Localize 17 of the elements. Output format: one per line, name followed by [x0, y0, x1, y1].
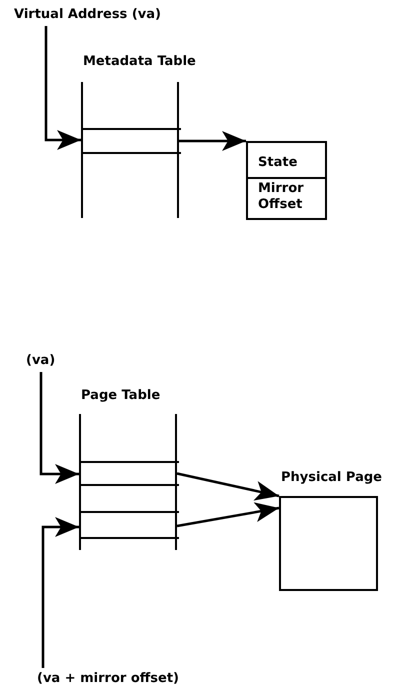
page-heading: Physical Page — [281, 470, 382, 486]
table-entry — [81, 461, 179, 486]
address-label: (va + mirror offset) — [37, 670, 179, 688]
table-entry — [83, 128, 181, 154]
arrow — [176, 472, 280, 501]
table-heading: Metadata Table — [83, 54, 196, 70]
arrow — [42, 517, 79, 668]
arrow — [179, 131, 246, 151]
arrow — [40, 372, 79, 484]
field-text: Mirror Offset — [258, 181, 305, 213]
record-box — [246, 141, 327, 220]
arrow — [176, 502, 280, 528]
address-label: (va) — [26, 352, 56, 370]
address-label: Virtual Address (va) — [14, 6, 161, 24]
field-text: State — [258, 155, 298, 171]
arrow — [44, 26, 81, 150]
table-heading: Page Table — [81, 388, 160, 404]
